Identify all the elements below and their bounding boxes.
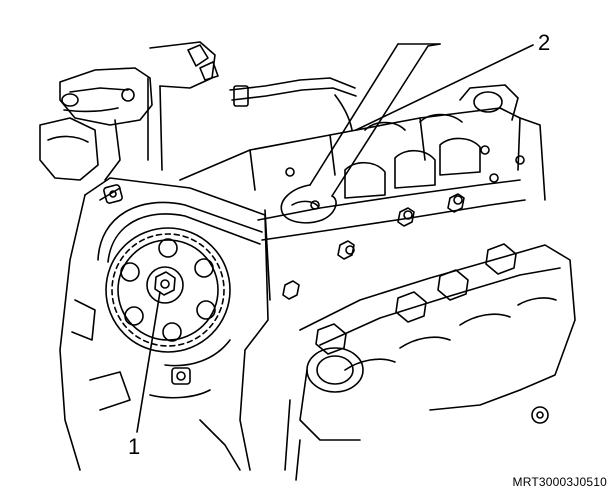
camshaft-sprocket-bolt [154,271,176,296]
background-piping [39,41,357,181]
intake-manifold [299,243,576,424]
camshaft-sprocket [105,227,231,353]
wrench-tool [280,43,441,224]
timing-belt [97,201,263,367]
callout-label-2: 2 [538,30,551,55]
coolant-fitting [284,347,364,481]
callout-leader-1 [136,291,161,433]
timing-belt-cover [59,177,269,471]
callout-leader-2 [355,44,534,131]
figure-code: MRT30003J0510 [512,475,607,489]
head-bolts [282,145,525,300]
callout-label-1: 1 [128,434,141,459]
